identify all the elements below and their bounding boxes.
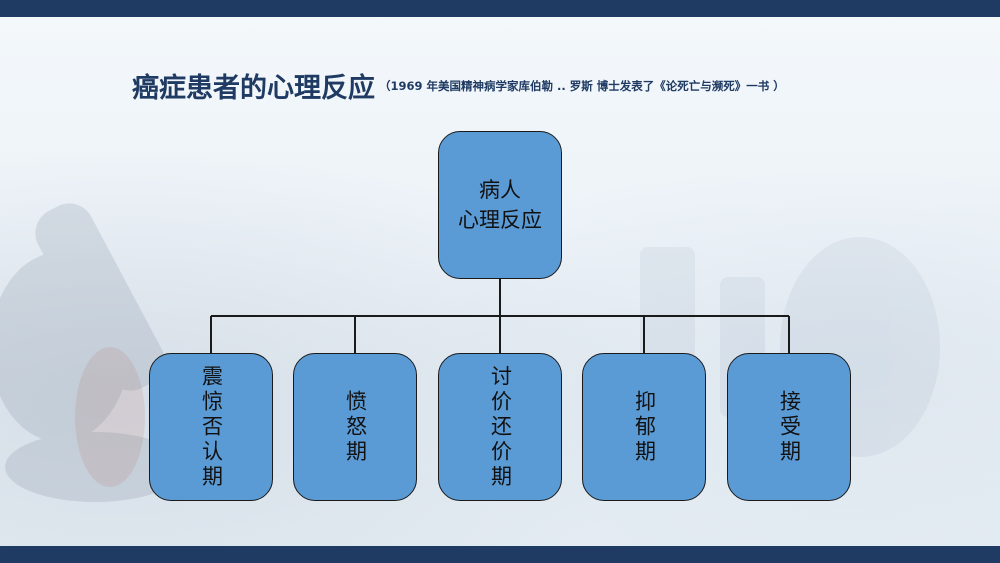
stage-node-bargaining: 讨价还价期: [438, 353, 562, 501]
page-subtitle: （1969 年美国精神病学家库伯勒 .. 罗斯 博士发表了《论死亡与濒死》一书 …: [379, 78, 785, 93]
stage-node-depression: 抑郁期: [582, 353, 706, 501]
stage-label: 愤怒期: [343, 389, 368, 465]
background-lab-image: [0, 203, 940, 502]
page-title: 癌症患者的心理反应: [132, 73, 375, 104]
stage-label: 接受期: [777, 389, 802, 465]
stage-label: 讨价还价期: [488, 364, 513, 490]
root-node: 病人 心理反应: [438, 131, 562, 279]
top-bar: [0, 0, 1000, 17]
root-node-line2: 心理反应: [458, 208, 542, 232]
root-node-line1: 病人: [479, 178, 521, 202]
stage-label: 抑郁期: [632, 389, 657, 465]
stage-node-anger: 愤怒期: [293, 353, 417, 501]
stage-node-acceptance: 接受期: [727, 353, 851, 501]
bottom-bar: [0, 546, 1000, 563]
title-row: 癌症患者的心理反应 （1969 年美国精神病学家库伯勒 .. 罗斯 博士发表了《论…: [132, 66, 952, 105]
stage-label: 震惊否认期: [199, 364, 224, 490]
stage-node-shock-denial: 震惊否认期: [149, 353, 273, 501]
